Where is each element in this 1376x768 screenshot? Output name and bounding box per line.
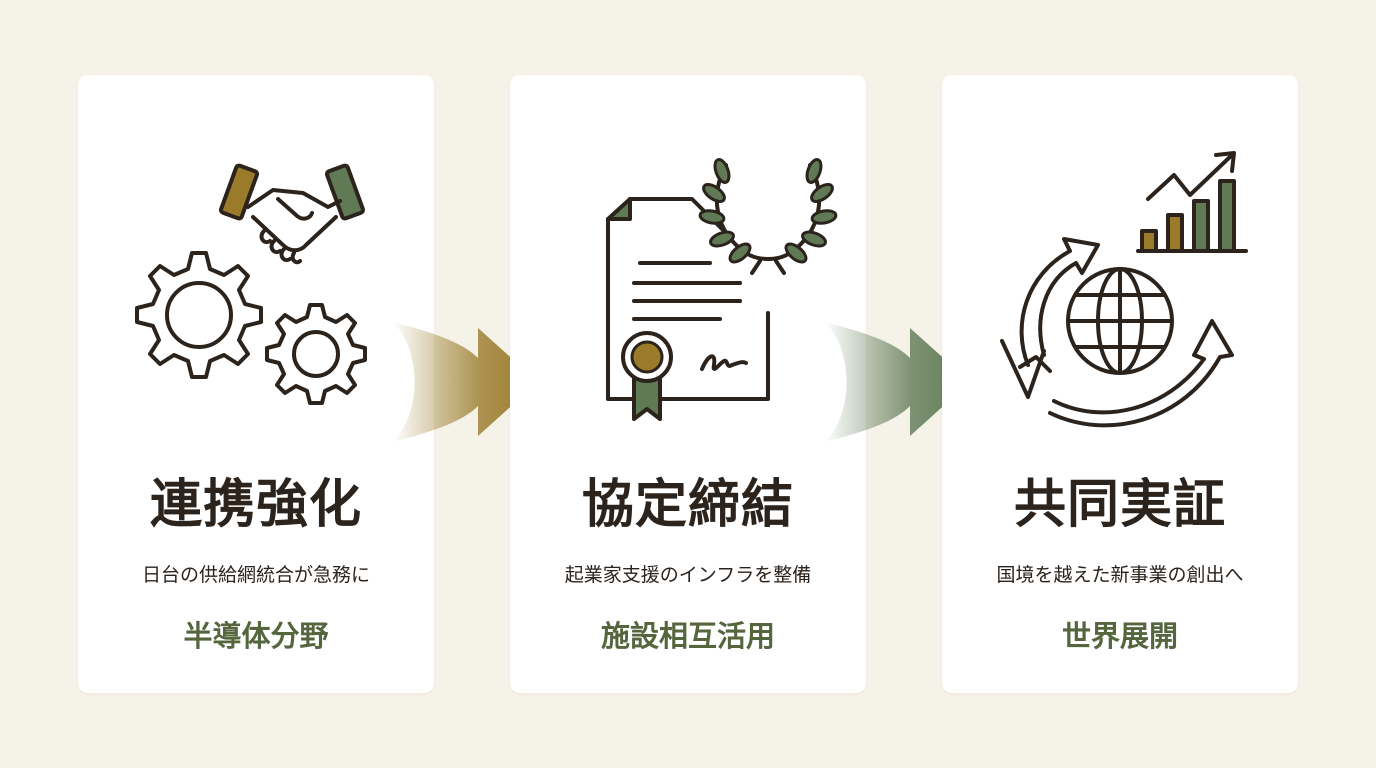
step-tag: 施設相互活用: [600, 619, 775, 653]
step-card-3: 共同実証 国境を越えた新事業の創出へ 世界展開: [942, 75, 1298, 693]
step-card-2: 協定締結 起業家支援のインフラを整備 施設相互活用: [510, 75, 866, 693]
certificate-laurel-icon: [510, 135, 866, 455]
step-tag: 半導体分野: [183, 619, 329, 653]
arrow-right-icon: [824, 322, 974, 442]
step-description: 起業家支援のインフラを整備: [564, 564, 812, 586]
step-tag: 世界展開: [1061, 619, 1178, 653]
step-description: 日台の供給網統合が急務に: [141, 564, 370, 586]
step-title: 協定締結: [581, 474, 794, 535]
step-description: 国境を越えた新事業の創出へ: [996, 564, 1244, 586]
handshake-gears-icon: [78, 135, 434, 455]
step-title: 連携強化: [149, 474, 362, 535]
step-card-1: 連携強化 日台の供給網統合が急務に 半導体分野: [78, 75, 434, 693]
globe-growth-icon: [942, 135, 1298, 455]
step-title: 共同実証: [1013, 474, 1226, 535]
arrow-right-icon: [392, 322, 542, 442]
